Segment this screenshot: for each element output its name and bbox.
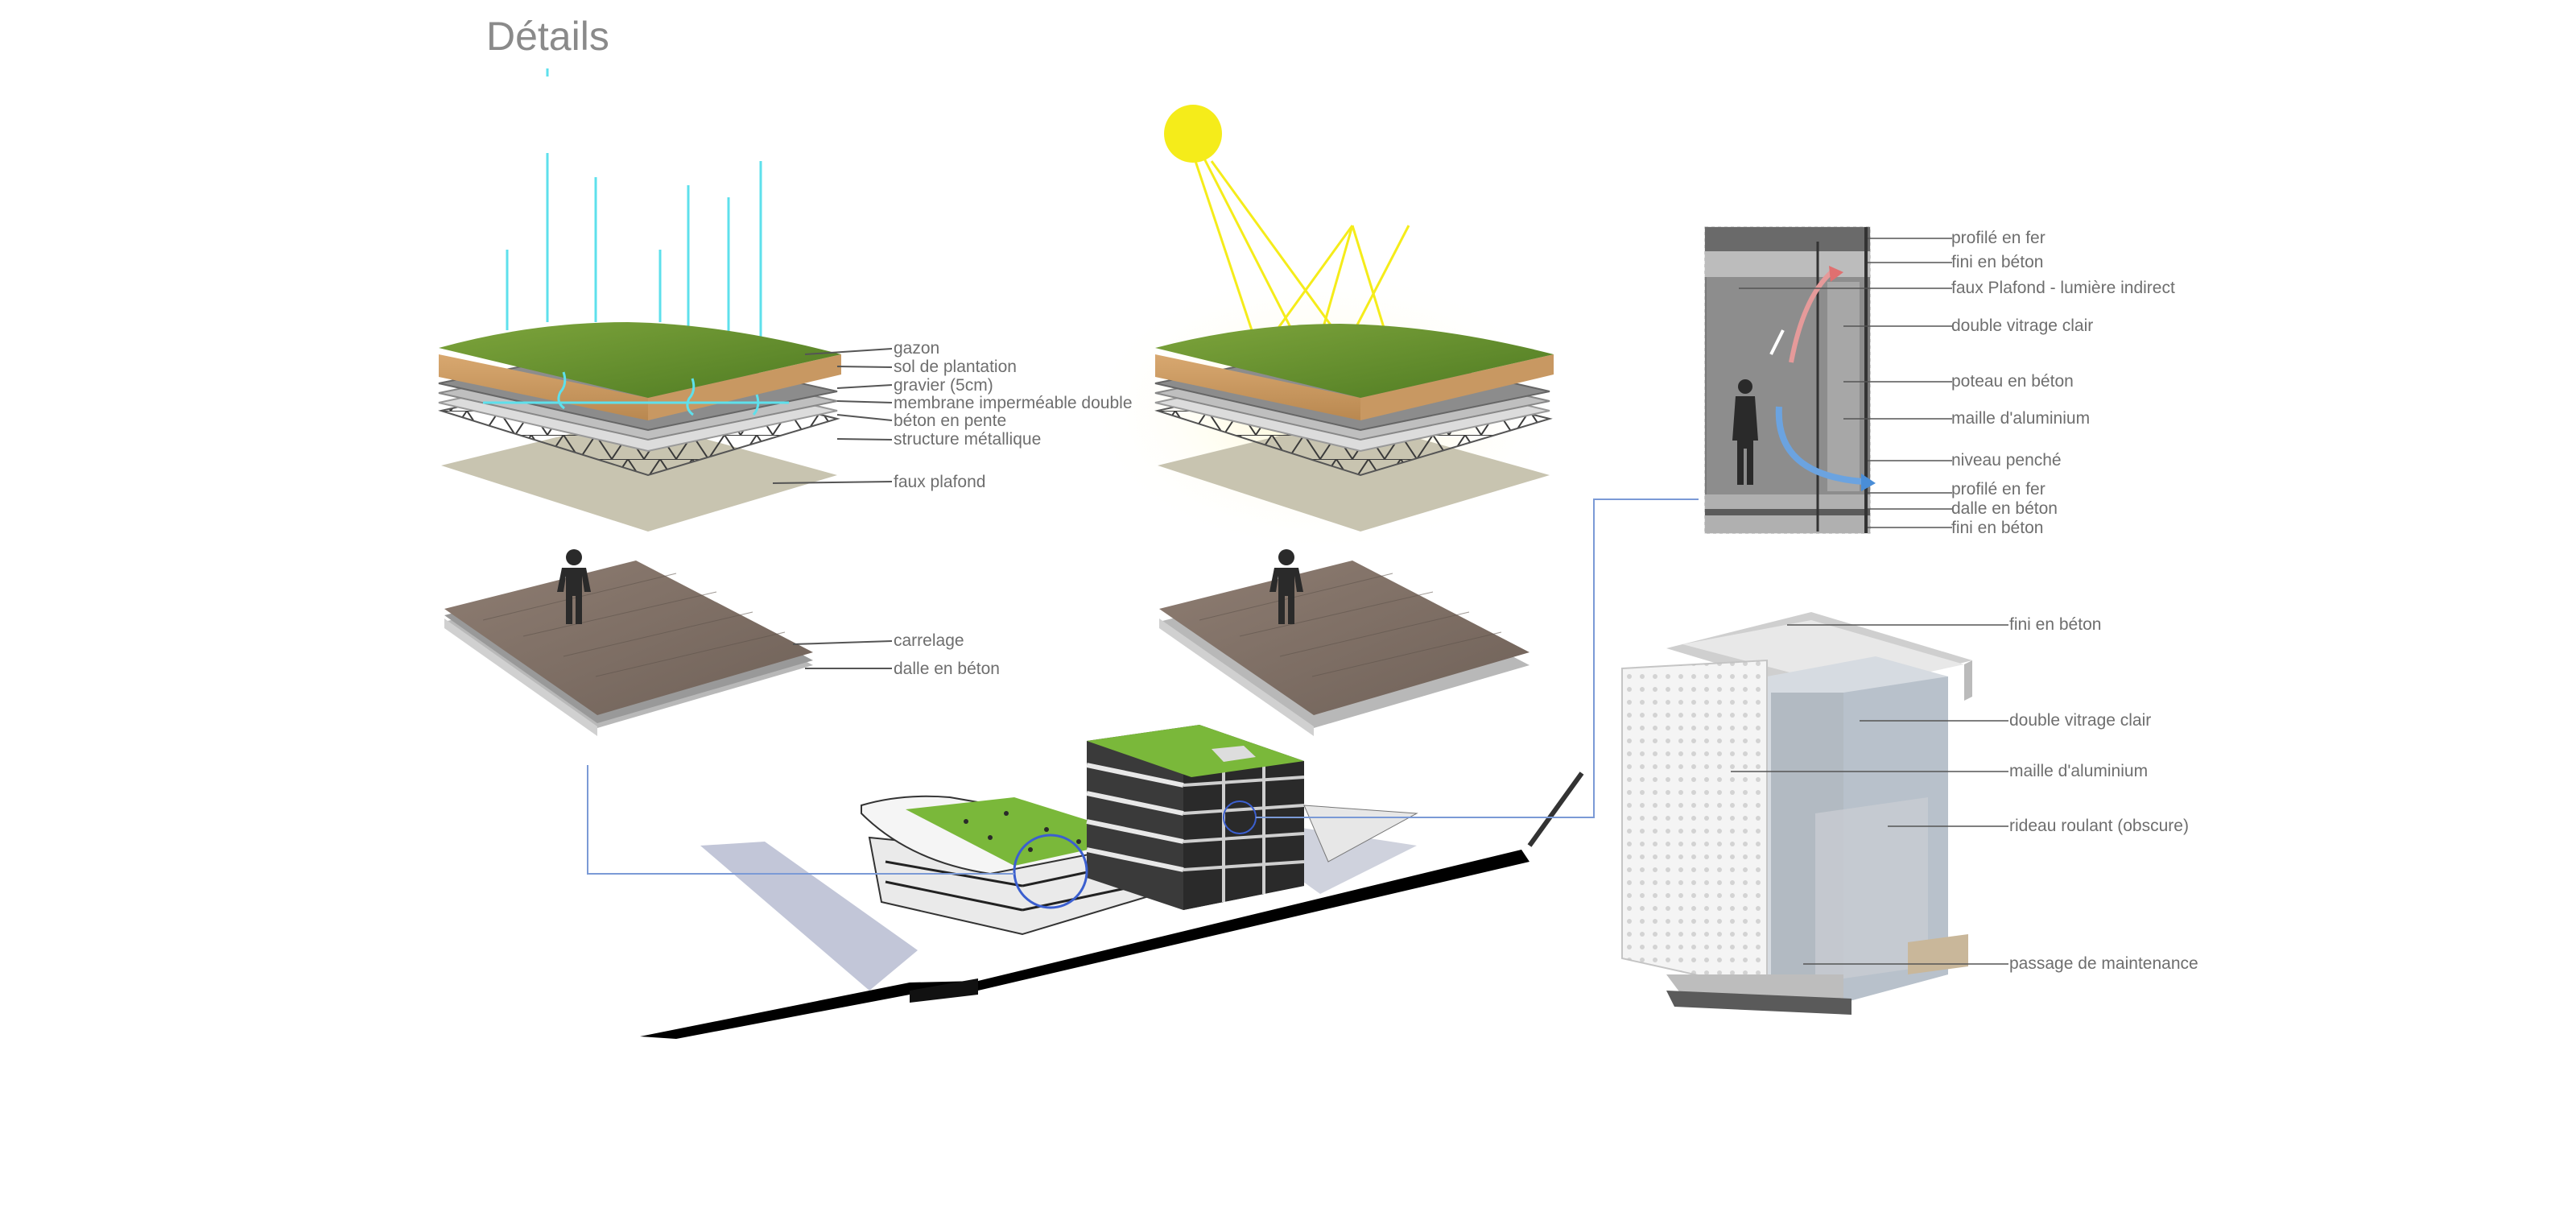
label-passage-de-maintenance: passage de maintenance [2009,954,2198,973]
label-structure-metallique: structure métallique [894,430,1042,449]
rain-arrows [506,68,762,338]
label-double-vitrage: double vitrage clair [1951,316,2094,335]
label-fini-en-beton-top: fini en béton [1951,253,2044,271]
label-faux-plafond-indirect: faux Plafond - lumière indirect [1951,279,2175,297]
sun-icon [1164,105,1222,163]
label-double-vitrage-facade: double vitrage clair [2009,711,2152,730]
person-silhouette [1269,549,1303,624]
label-sol-de-plantation: sol de plantation [894,358,1017,376]
page-title: Détails [486,14,609,59]
label-fini-en-beton-facade: fini en béton [2009,615,2102,634]
person-silhouette [557,549,591,624]
wall-section [1704,226,1952,534]
label-rideau-roulant: rideau roulant (obscure) [2009,817,2189,835]
roof-detail-sun [1083,105,1566,556]
label-faux-plafond: faux plafond [894,473,986,491]
label-poteau-en-beton: poteau en béton [1951,372,2074,391]
label-maille-aluminium: maille d'aluminium [1951,409,2091,428]
roof-detail-rain [438,68,841,532]
label-gravier: gravier (5cm) [894,376,993,395]
label-beton-en-pente: béton en pente [894,412,1007,430]
label-gazon: gazon [894,339,940,358]
label-maille-aluminium-facade: maille d'aluminium [2009,762,2149,780]
label-membrane: membrane imperméable double [894,394,1133,412]
detail-marker-roof [1013,834,1088,909]
label-dalle-en-beton: dalle en béton [894,660,1000,678]
leader-lines [772,348,893,669]
building-model [640,725,1584,1039]
label-profile-en-fer-bottom: profilé en fer [1951,480,2046,499]
label-dalle-en-beton-section: dalle en béton [1951,499,2058,518]
sun-rays [1194,156,1410,343]
facade-module [1621,612,2008,1015]
floor-detail-left [444,549,813,736]
connector-lines [587,499,1699,875]
label-niveau-penche: niveau penché [1951,451,2062,470]
label-fini-en-beton-bottom: fini en béton [1951,519,2044,537]
floor-detail-right [1159,549,1530,736]
label-profile-en-fer-top: profilé en fer [1951,229,2046,247]
label-carrelage: carrelage [894,631,964,650]
